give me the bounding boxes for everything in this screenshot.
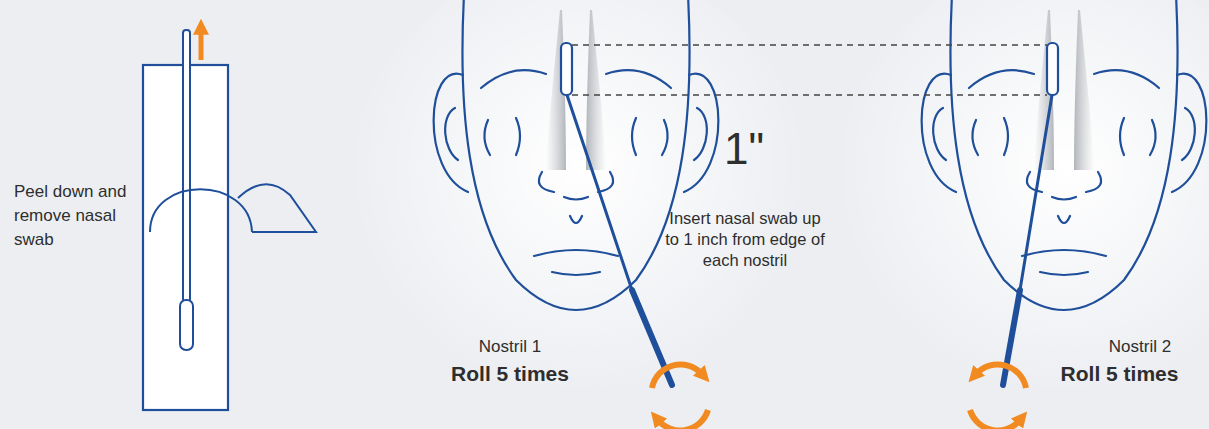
swab-stick: [567, 95, 632, 290]
rotation-arrow: [970, 410, 1020, 429]
nostril-label: Nostril 1: [445, 336, 575, 358]
depth-guide: [572, 94, 1047, 95]
swab-tip: [1047, 43, 1058, 95]
step-instruction: Peel down and remove nasal swab: [14, 180, 139, 252]
face-outline: [434, 0, 719, 310]
swab-stick: [1020, 95, 1052, 290]
depth-guide: [572, 44, 1047, 45]
swab-tip: [561, 43, 572, 95]
swab-stick: [183, 30, 190, 302]
nostril-label: Nostril 2: [1075, 336, 1205, 358]
rotation-arrow: [658, 410, 708, 429]
rotation-arrow: [652, 364, 702, 388]
swab-tip: [180, 300, 193, 350]
peel-flap: [238, 184, 316, 232]
face-outline: [922, 0, 1207, 310]
peel-cover: [150, 189, 252, 232]
background-glow: [835, 0, 1209, 420]
roll-count: Roll 5 times: [415, 361, 605, 387]
roll-count: Roll 5 times: [1030, 361, 1209, 387]
rotation-arrow: [976, 364, 1026, 388]
dimension-label: 1": [704, 124, 784, 174]
pull-arrow: [199, 30, 204, 60]
step-instruction: Insert nasal swab up to 1 inch from edge…: [662, 208, 828, 271]
